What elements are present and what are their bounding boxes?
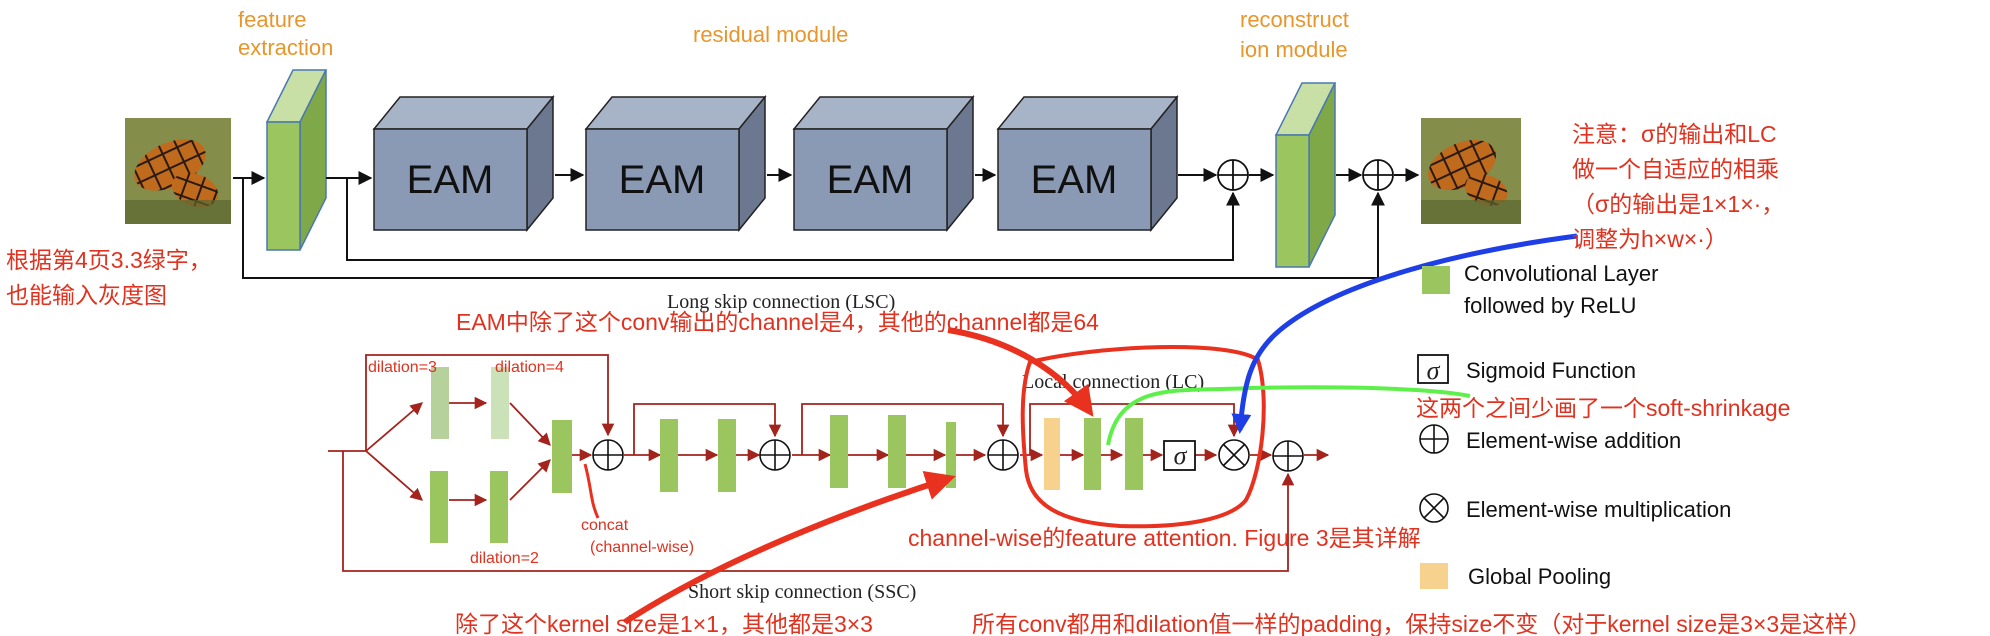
eam-block-1: EAM [372, 94, 555, 233]
note-left-2: 也能输入灰度图 [6, 282, 167, 308]
legend-sigma-icon: σ [1427, 356, 1441, 385]
bottom-add-3 [987, 439, 1019, 471]
eam-label-3: EAM [827, 158, 914, 202]
eb-conv-1 [830, 415, 848, 488]
dilation-conv-2b [490, 471, 508, 543]
legend-pool-swatch [1420, 563, 1448, 589]
eam-block-3: EAM [792, 94, 975, 233]
bottom-add-4 [1272, 440, 1304, 472]
circle-times-icon [1419, 493, 1449, 523]
sigmoid-box: σ [1163, 440, 1196, 471]
output-image [1421, 118, 1521, 224]
legend-sigmoid-label: Sigmoid Function [1466, 358, 1636, 383]
note-channel-wise: channel-wise的feature attention. Figure 3… [908, 525, 1421, 551]
kernel-size-arrow [623, 471, 956, 625]
top-add-1 [1217, 159, 1249, 191]
note-padding: 所有conv都用和dilation值一样的padding，保持size不变（对于… [972, 611, 1871, 636]
dilation-3-label: dilation=3 [368, 359, 437, 376]
bottom-add-2 [759, 439, 791, 471]
lc-circle-annotation [1020, 345, 1266, 529]
eam-label-2: EAM [619, 158, 706, 202]
top-flow-arrows [233, 168, 1420, 279]
circle-plus-icon [1419, 424, 1449, 454]
ssc-label: Short skip connection (SSC) [688, 581, 916, 603]
eam-label-4: EAM [1031, 158, 1118, 202]
lsc-label: Long skip connection (LSC) [667, 291, 895, 313]
blue-attention-arrow [1231, 233, 1578, 434]
concat-arrow [583, 463, 600, 519]
legend-multiplication-label: Element-wise multiplication [1466, 497, 1731, 522]
note-top-right-1: 注意：σ的输出和LC [1572, 121, 1777, 147]
dilation-conv-2a [430, 471, 448, 543]
eam-block-2: EAM [584, 94, 767, 233]
feature-extraction-label-1: feature [238, 7, 307, 32]
eam-block-4: EAM [996, 94, 1179, 233]
lc-conv-1 [1084, 418, 1101, 490]
input-image [125, 118, 231, 224]
bottom-multiply [1218, 439, 1250, 471]
note-top-right-3: （σ的输出是1×1×·， [1572, 191, 1784, 217]
legend-sigma-box [1417, 354, 1449, 384]
legend-addition-label: Element-wise addition [1466, 428, 1681, 453]
reconstruction-conv [1274, 82, 1337, 268]
rb-conv-2 [718, 419, 736, 492]
dilation-conv-4 [491, 367, 509, 439]
concat-label-2: (channel-wise) [590, 539, 694, 556]
merge-conv [552, 420, 572, 493]
rb-conv-1 [660, 419, 678, 492]
dilation-conv-3 [431, 367, 449, 439]
dilation-2-label: dilation=2 [470, 550, 539, 567]
legend-conv-label-2: followed by ReLU [1464, 293, 1636, 318]
legend-conv-swatch [1422, 266, 1450, 294]
legend-conv-label: Convolutional Layer [1464, 261, 1658, 286]
reconstruction-label-2: ion module [1240, 37, 1348, 62]
feature-extraction-label-2: extraction [238, 35, 333, 60]
note-eam-channel: EAM中除了这个conv输出的channel是4，其他的channel都是64 [456, 309, 1099, 335]
dilation-4-label: dilation=4 [495, 359, 564, 376]
legend-pooling-label: Global Pooling [1468, 564, 1611, 589]
soft-shrinkage-line [1106, 385, 1471, 446]
reconstruction-label-1: reconstruct [1240, 7, 1349, 32]
lc-conv-2 [1125, 418, 1143, 490]
note-left-1: 根据第4页3.3绿字， [6, 247, 212, 273]
legend: Convolutional Layer followed by ReLU σ S… [1417, 261, 1731, 589]
feature-extraction-conv [265, 69, 328, 251]
top-add-2 [1362, 159, 1394, 191]
eam-channel-arrow [947, 327, 1094, 417]
residual-module-label: residual module [693, 22, 848, 47]
eb-conv-2 [888, 415, 906, 488]
sigma-symbol: σ [1174, 441, 1188, 470]
global-pooling [1044, 418, 1060, 490]
bottom-add-1 [592, 439, 624, 471]
eam-detail [328, 354, 1330, 572]
note-top-right-4: 调整为h×w×·） [1572, 226, 1728, 252]
concat-label-1: concat [581, 517, 629, 534]
note-kernel-size: 除了这个kernel size是1×1，其他都是3×3 [455, 611, 873, 636]
note-soft-shrinkage: 这两个之间少画了一个soft-shrinkage [1416, 395, 1790, 421]
note-top-right-2: 做一个自适应的相乘 [1572, 156, 1779, 182]
eam-label-1: EAM [407, 158, 494, 202]
eb-conv-1x1 [946, 422, 956, 488]
